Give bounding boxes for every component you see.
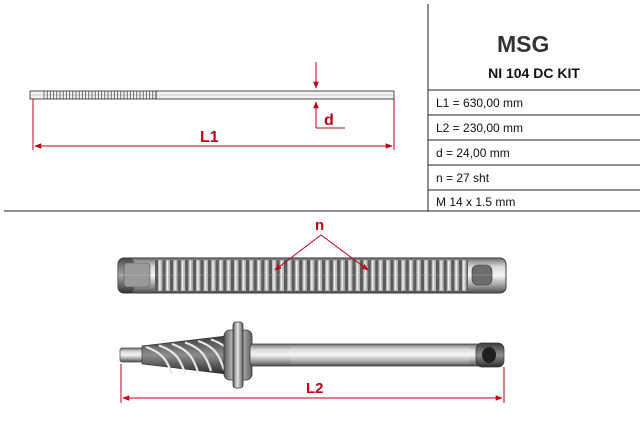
rack-tooth-highlight xyxy=(197,261,199,290)
spec-row-teeth-count: n = 27 sht xyxy=(436,171,490,185)
dimension-d-label: d xyxy=(324,112,334,129)
dimension-l1-label: L1 xyxy=(200,129,219,146)
rack-tooth-highlight xyxy=(227,261,229,290)
rack-tooth-highlight xyxy=(220,261,222,290)
rack-tooth-highlight xyxy=(334,261,336,290)
rack-tooth-highlight xyxy=(356,261,359,290)
rack-tooth-highlight xyxy=(425,261,427,290)
rack-tooth-highlight xyxy=(189,261,191,290)
rack-tooth-highlight xyxy=(250,261,252,290)
rack-teeth xyxy=(158,260,467,291)
spec-row-thread: M 14 x 1.5 mm xyxy=(436,195,516,209)
rack-tooth-highlight xyxy=(394,261,397,290)
dimension-d: d xyxy=(313,62,345,129)
pinion-shaft xyxy=(119,321,505,389)
rack-tooth-highlight xyxy=(204,261,207,290)
rack-shaft xyxy=(117,257,507,294)
rack-tooth-highlight xyxy=(273,261,275,290)
rack-tooth-highlight xyxy=(318,261,321,290)
pinion-flute xyxy=(184,341,213,372)
rack-tooth-highlight xyxy=(166,261,169,290)
rack-tooth-highlight xyxy=(235,261,237,290)
spec-row-l1: L1 = 630,00 mm xyxy=(436,96,524,110)
teeth-count-marker: n xyxy=(274,217,369,271)
teeth-count-label: n xyxy=(315,217,324,234)
rack-tooth-highlight xyxy=(448,261,450,290)
spec-row-l2: L2 = 230,00 mm xyxy=(436,121,524,135)
brand-logo: MSG xyxy=(497,31,549,57)
pinion-flute xyxy=(197,339,226,371)
rack-tooth-highlight xyxy=(296,261,298,290)
rack-tooth-highlight xyxy=(341,261,343,290)
pinion-flute xyxy=(145,345,174,375)
rack-tooth-highlight xyxy=(402,261,404,290)
rack-tooth-highlight xyxy=(387,261,389,290)
rack-tooth-highlight xyxy=(311,261,313,290)
rack-tooth-highlight xyxy=(410,261,412,290)
dimension-l1: L1 xyxy=(32,99,395,150)
rack-tooth-highlight xyxy=(280,261,283,290)
rack-tooth-highlight xyxy=(182,261,184,290)
rack-tooth-highlight xyxy=(288,261,290,290)
rack-tooth-highlight xyxy=(432,261,435,290)
rack-tooth-highlight xyxy=(242,261,245,290)
rack-tooth-highlight xyxy=(212,261,214,290)
rack-tooth-highlight xyxy=(440,261,442,290)
part-code: NI 104 DC KIT xyxy=(488,65,580,81)
rack-outline-drawing xyxy=(29,90,395,100)
rack-tooth-highlight xyxy=(303,261,305,290)
rack-tooth-highlight xyxy=(265,261,267,290)
rack-tooth-highlight xyxy=(455,261,457,290)
spec-row-diameter: d = 24,00 mm xyxy=(436,146,510,160)
pinion-flute xyxy=(158,344,187,374)
rack-tooth-highlight xyxy=(372,261,374,290)
rack-tooth-highlight xyxy=(379,261,381,290)
rack-tooth-highlight xyxy=(463,261,465,290)
rack-tooth-highlight xyxy=(417,261,419,290)
rack-tooth-highlight xyxy=(326,261,328,290)
rack-tooth-highlight xyxy=(174,261,176,290)
rack-tooth-highlight xyxy=(258,261,260,290)
frame-lines xyxy=(4,4,640,212)
brand-logo-text: MSG xyxy=(497,31,549,57)
dimension-l2: L2 xyxy=(120,364,505,403)
rack-tooth-highlight xyxy=(349,261,351,290)
rack-tooth-highlight xyxy=(364,261,366,290)
pinion-flute xyxy=(171,342,200,373)
rack-tooth-highlight xyxy=(159,261,161,290)
dimension-l2-label: L2 xyxy=(306,380,324,397)
